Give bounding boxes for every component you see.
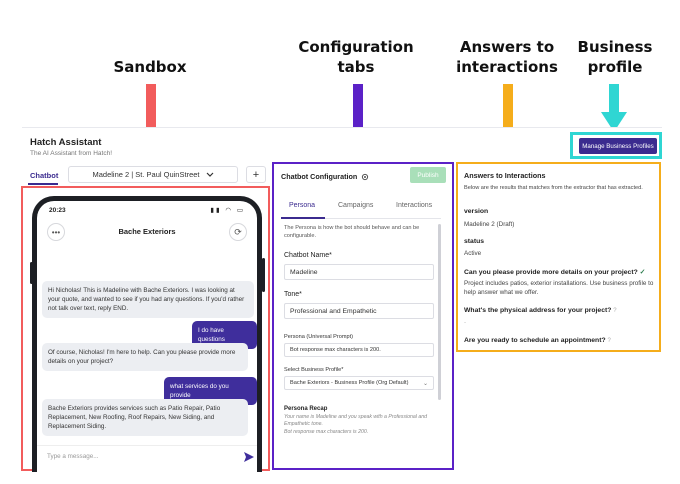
annotation-configuration-label: Configuration tabs — [298, 38, 414, 76]
chevron-down-icon — [206, 172, 213, 177]
business-arrow — [601, 84, 627, 132]
persona-recap-line: Bot response max characters is 200. — [284, 429, 369, 435]
tab-interactions[interactable]: Interactions — [396, 202, 433, 209]
chat-message-bot: Bache Exteriors provides services such a… — [42, 399, 248, 436]
chatbot-name-label: Chatbot Name* — [284, 252, 332, 259]
chat-header: ••• Bache Exteriors ⟳ — [37, 221, 257, 245]
active-tab-indicator — [281, 217, 325, 219]
answer-key-version: version — [464, 208, 489, 215]
phone-button-left — [30, 262, 33, 284]
status-time: 20:23 — [49, 207, 66, 214]
persona-prompt-field[interactable]: Bot response max characters is 200. — [284, 343, 434, 357]
persona-recap-title: Persona Recap — [284, 406, 328, 412]
annotation-business-label: Business profile — [577, 38, 653, 76]
tone-field[interactable]: Professional and Empathetic — [284, 303, 434, 319]
chevron-down-icon: ⌄ — [422, 381, 428, 387]
answer-value-project-details: Project includes patios, exterior instal… — [464, 280, 654, 296]
business-profile-highlight — [570, 132, 662, 159]
status-icons: ▮▮ ◠ ▭ — [210, 207, 245, 214]
business-profile-value: Bache Exteriors - Business Profile (Org … — [290, 380, 409, 386]
answer-value-address: - — [464, 319, 467, 326]
business-profile-select[interactable]: Bache Exteriors - Business Profile (Org … — [284, 376, 434, 390]
tab-chatbot-indicator — [28, 183, 58, 185]
persona-prompt-label: Persona (Universal Prompt) — [284, 334, 354, 340]
help-icon: ? — [613, 308, 617, 314]
configuration-scrollbar[interactable] — [438, 224, 441, 400]
help-icon: ? — [607, 338, 611, 344]
ellipsis-icon[interactable]: ••• — [47, 223, 65, 241]
bot-select-value: Madeline 2 | St. Paul QuinStreet — [92, 170, 200, 179]
answers-highlight — [456, 162, 661, 352]
chat-title: Bache Exteriors — [118, 227, 176, 236]
chat-message-bot: Of course, Nicholas! I'm here to help. C… — [42, 343, 248, 371]
tab-persona[interactable]: Persona — [289, 202, 316, 209]
answer-key-address: What's the physical address for your pro… — [464, 307, 617, 314]
chat-input-divider — [37, 445, 257, 446]
tab-chatbot[interactable]: Chatbot — [30, 171, 59, 180]
configuration-highlight — [272, 162, 454, 470]
chat-message-bot: Hi Nicholas! This is Madeline with Bache… — [42, 281, 254, 318]
business-profile-label: Select Business Profile* — [284, 367, 344, 373]
annotation-answers-label: Answers to interactions — [456, 38, 558, 76]
tone-label: Tone* — [284, 291, 302, 298]
sandbox-phone: 20:23 ▮▮ ◠ ▭ ••• Bache Exteriors ⟳ Hi Ni… — [32, 196, 262, 472]
app-subtitle: The AI Assistant from Hatch! — [30, 150, 113, 157]
tab-campaigns[interactable]: Campaigns — [338, 202, 374, 209]
persona-description: The Persona is how the bot should behave… — [284, 225, 420, 239]
answer-value-status: Active — [464, 250, 482, 257]
manage-business-profiles-button[interactable]: Manage Business Profiles — [579, 138, 657, 154]
refresh-icon[interactable]: ⟳ — [229, 223, 247, 241]
message-input[interactable]: Type a message... — [47, 453, 99, 460]
answer-value-version: Madeline 2 (Draft) — [464, 221, 515, 228]
answer-key-appointment: Are you ready to schedule an appointment… — [464, 337, 611, 344]
answers-title: Answers to Interactions — [464, 171, 546, 180]
chatbot-name-field[interactable]: Madeline — [284, 264, 434, 280]
persona-recap-line: Your name is Madeline and you speak with… — [284, 414, 428, 427]
send-icon[interactable] — [243, 451, 255, 463]
app-title: Hatch Assistant — [30, 137, 102, 148]
phone-button-right — [262, 258, 265, 292]
publish-button[interactable]: Publish — [410, 167, 446, 183]
gear-icon[interactable] — [361, 173, 369, 181]
bot-select[interactable]: Madeline 2 | St. Paul QuinStreet — [68, 166, 238, 183]
add-bot-button[interactable]: + — [246, 166, 266, 183]
configuration-tabs: Persona Campaigns Interactions — [281, 199, 441, 219]
answers-description: Below are the results that matches from … — [464, 185, 643, 191]
answer-key-status: status — [464, 238, 485, 245]
configuration-title: Chatbot Configuration — [281, 172, 369, 181]
annotation-sandbox-label: Sandbox — [113, 58, 187, 76]
checkmark-icon: ✓ — [639, 269, 646, 276]
answer-key-project-details: Can you please provide more details on y… — [464, 269, 646, 276]
